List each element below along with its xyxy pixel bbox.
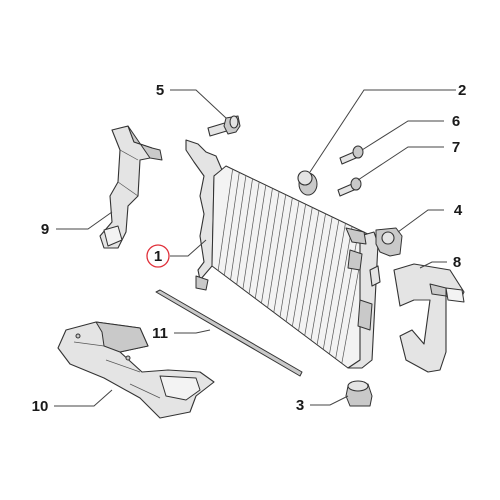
callout-4: 4	[454, 202, 463, 219]
part-11-seal-strip	[155, 289, 303, 377]
callout-6: 6	[452, 113, 460, 130]
part-7-screw	[337, 177, 362, 197]
part-9-left-side-shroud	[99, 125, 163, 249]
radiator-fin	[217, 169, 233, 271]
callout-3: 3	[296, 397, 304, 414]
radiator-fin	[316, 220, 340, 345]
callout-1-highlight-ring	[146, 244, 170, 268]
part-4-rubber-mount	[375, 227, 403, 257]
radiator-fin	[267, 194, 287, 308]
callout-11: 11	[152, 325, 168, 342]
radiator-fin	[329, 226, 353, 355]
radiator-fin	[322, 223, 346, 350]
part-1-radiator	[185, 139, 381, 369]
part-5-bolt	[207, 115, 241, 137]
callout-5: 5	[156, 82, 164, 99]
leader-10	[54, 389, 113, 407]
leader-4	[397, 209, 444, 233]
leader-6	[361, 120, 444, 151]
leader-1	[170, 239, 207, 257]
callout-10: 10	[32, 398, 49, 415]
radiator-fin	[292, 207, 313, 327]
leader-5	[170, 89, 227, 119]
callout-7: 7	[452, 139, 460, 156]
leader-lines	[54, 89, 456, 407]
leader-11	[174, 329, 211, 334]
leader-7	[357, 146, 444, 181]
callout-9: 9	[41, 221, 49, 238]
radiator-core-fins	[217, 169, 366, 364]
radiator-fin	[242, 181, 260, 290]
radiator-fin	[230, 175, 247, 280]
callout-2: 2	[458, 82, 466, 99]
callout-labels: 1 2 3 4 5 6 7 8 9 10 11	[32, 82, 467, 415]
radiator-fin	[298, 210, 320, 331]
radiator-fin	[261, 191, 280, 304]
radiator-fin	[248, 185, 267, 294]
leader-8	[419, 261, 447, 269]
radiator-fin	[310, 216, 333, 341]
part-10-lower-undertray	[57, 321, 215, 419]
radiator-fin	[279, 200, 300, 318]
part-3-bushing	[345, 380, 373, 407]
leader-3	[310, 395, 349, 406]
leader-9	[56, 211, 113, 230]
radiator-fin	[224, 172, 240, 276]
callout-1: 1	[154, 248, 162, 265]
radiator-fin	[236, 178, 253, 285]
part-8-right-side-shroud	[393, 263, 465, 373]
callout-8: 8	[453, 254, 461, 271]
radiator-fin	[304, 213, 326, 336]
part-2-grommet	[297, 170, 318, 196]
part-6-screw	[339, 145, 364, 165]
radiator-fin	[273, 197, 293, 313]
radiator-fin	[285, 204, 306, 322]
radiator-fin	[254, 188, 273, 299]
leader-2	[309, 89, 456, 173]
